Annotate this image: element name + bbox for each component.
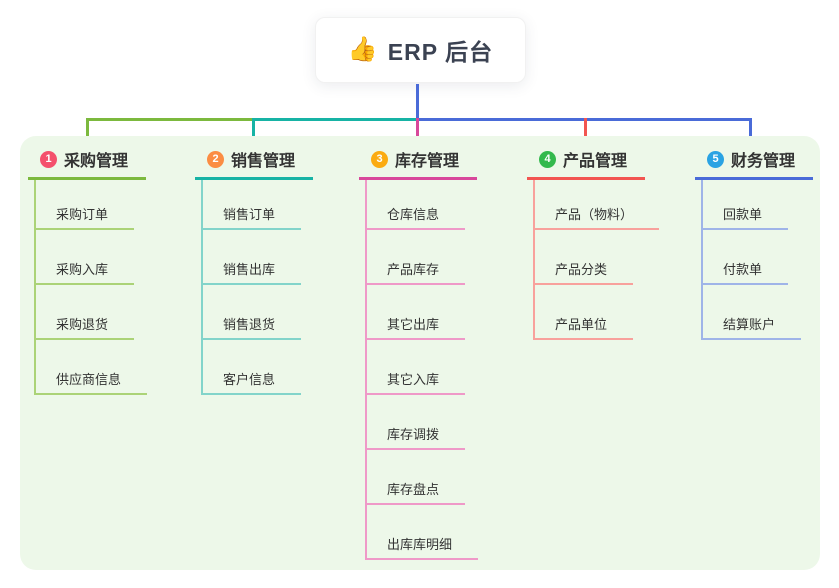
child-label: 出库库明细 bbox=[367, 534, 479, 560]
child-label: 结算账户 bbox=[703, 314, 802, 340]
branch-header[interactable]: 2 销售管理 bbox=[195, 148, 314, 180]
child-node[interactable]: 客户信息 bbox=[203, 340, 313, 395]
child-node[interactable]: 销售退货 bbox=[203, 285, 313, 340]
branch-node[interactable]: 4 产品管理产品（物料） 产品分类产品单位 bbox=[527, 148, 660, 340]
branch-children: 销售订单销售出库销售退货客户信息 bbox=[201, 180, 313, 395]
child-label: 仓库信息 bbox=[367, 204, 466, 230]
child-label: 库存调拨 bbox=[367, 424, 466, 450]
connector-branch-drop bbox=[749, 118, 752, 148]
child-node[interactable]: 出库库明细 bbox=[367, 505, 479, 560]
child-label: 销售订单 bbox=[203, 204, 302, 230]
connector-branch-drop bbox=[584, 118, 587, 148]
child-node[interactable]: 采购退货 bbox=[36, 285, 147, 340]
branch-children: 产品（物料） 产品分类产品单位 bbox=[533, 180, 660, 340]
child-label: 其它入库 bbox=[367, 369, 466, 395]
branch-label: 销售管理 bbox=[231, 153, 296, 170]
child-node[interactable]: 产品分类 bbox=[535, 230, 659, 285]
child-label: 付款单 bbox=[703, 259, 789, 285]
child-node[interactable]: 产品单位 bbox=[535, 285, 659, 340]
child-label: 供应商信息 bbox=[36, 369, 148, 395]
child-node[interactable]: 结算账户 bbox=[703, 285, 813, 340]
connector-branch-drop bbox=[86, 118, 89, 148]
branch-number-badge: 1 bbox=[40, 150, 57, 168]
child-node[interactable]: 采购入库 bbox=[36, 230, 147, 285]
child-label: 采购入库 bbox=[36, 259, 135, 285]
child-label: 产品分类 bbox=[535, 259, 634, 285]
connector-bus-segment bbox=[86, 118, 254, 121]
child-label: 产品（物料） bbox=[535, 204, 660, 230]
child-node[interactable]: 产品库存 bbox=[367, 230, 478, 285]
branch-number-badge: 3 bbox=[371, 150, 388, 168]
branch-header[interactable]: 1 采购管理 bbox=[28, 148, 147, 180]
child-node[interactable]: 采购订单 bbox=[36, 180, 147, 230]
connector-branch-drop bbox=[416, 118, 419, 148]
root-node[interactable]: 👍 ERP 后台 bbox=[315, 17, 526, 83]
branch-header[interactable]: 4 产品管理 bbox=[527, 148, 646, 180]
child-label: 销售出库 bbox=[203, 259, 302, 285]
branch-children: 采购订单采购入库采购退货供应商信息 bbox=[34, 180, 148, 395]
child-node[interactable]: 供应商信息 bbox=[36, 340, 148, 395]
mindmap-panel bbox=[20, 136, 820, 570]
child-node[interactable]: 其它出库 bbox=[367, 285, 478, 340]
child-node[interactable]: 库存调拨 bbox=[367, 395, 478, 450]
child-label: 库存盘点 bbox=[367, 479, 466, 505]
branch-header[interactable]: 3 库存管理 bbox=[359, 148, 478, 180]
branch-children: 仓库信息产品库存其它出库其它入库库存调拨库存盘点出库库明细 bbox=[365, 180, 479, 560]
child-node[interactable]: 仓库信息 bbox=[367, 180, 478, 230]
branch-node[interactable]: 1 采购管理采购订单采购入库采购退货供应商信息 bbox=[28, 148, 148, 395]
branch-node[interactable]: 2 销售管理销售订单销售出库销售退货客户信息 bbox=[195, 148, 314, 395]
branch-children: 回款单付款单结算账户 bbox=[701, 180, 813, 340]
branch-number-badge: 5 bbox=[707, 150, 724, 168]
connector-branch-drop bbox=[252, 118, 255, 148]
branch-node[interactable]: 5 财务管理回款单付款单结算账户 bbox=[695, 148, 814, 340]
child-node[interactable]: 回款单 bbox=[703, 180, 813, 230]
branch-label: 库存管理 bbox=[395, 153, 460, 170]
child-label: 销售退货 bbox=[203, 314, 302, 340]
child-label: 其它出库 bbox=[367, 314, 466, 340]
branch-label: 产品管理 bbox=[563, 153, 628, 170]
connector-bus-segment bbox=[254, 118, 417, 121]
branch-label: 采购管理 bbox=[64, 153, 129, 170]
root-title: ERP 后台 bbox=[387, 39, 494, 65]
branch-number-badge: 2 bbox=[207, 150, 224, 168]
child-label: 产品单位 bbox=[535, 314, 634, 340]
branch-number-badge: 4 bbox=[539, 150, 556, 168]
child-node[interactable]: 库存盘点 bbox=[367, 450, 478, 505]
branch-node[interactable]: 3 库存管理仓库信息产品库存其它出库其它入库库存调拨库存盘点出库库明细 bbox=[359, 148, 479, 560]
child-label: 产品库存 bbox=[367, 259, 466, 285]
child-node[interactable]: 产品（物料） bbox=[535, 180, 660, 230]
branch-header[interactable]: 5 财务管理 bbox=[695, 148, 814, 180]
child-node[interactable]: 其它入库 bbox=[367, 340, 478, 395]
child-label: 客户信息 bbox=[203, 369, 302, 395]
child-label: 采购退货 bbox=[36, 314, 135, 340]
child-node[interactable]: 销售出库 bbox=[203, 230, 313, 285]
connector-root-drop bbox=[416, 84, 419, 118]
thumbs-up-icon: 👍 bbox=[347, 36, 378, 63]
child-node[interactable]: 销售订单 bbox=[203, 180, 313, 230]
branch-label: 财务管理 bbox=[731, 153, 796, 170]
child-label: 回款单 bbox=[703, 204, 789, 230]
child-node[interactable]: 付款单 bbox=[703, 230, 813, 285]
child-label: 采购订单 bbox=[36, 204, 135, 230]
